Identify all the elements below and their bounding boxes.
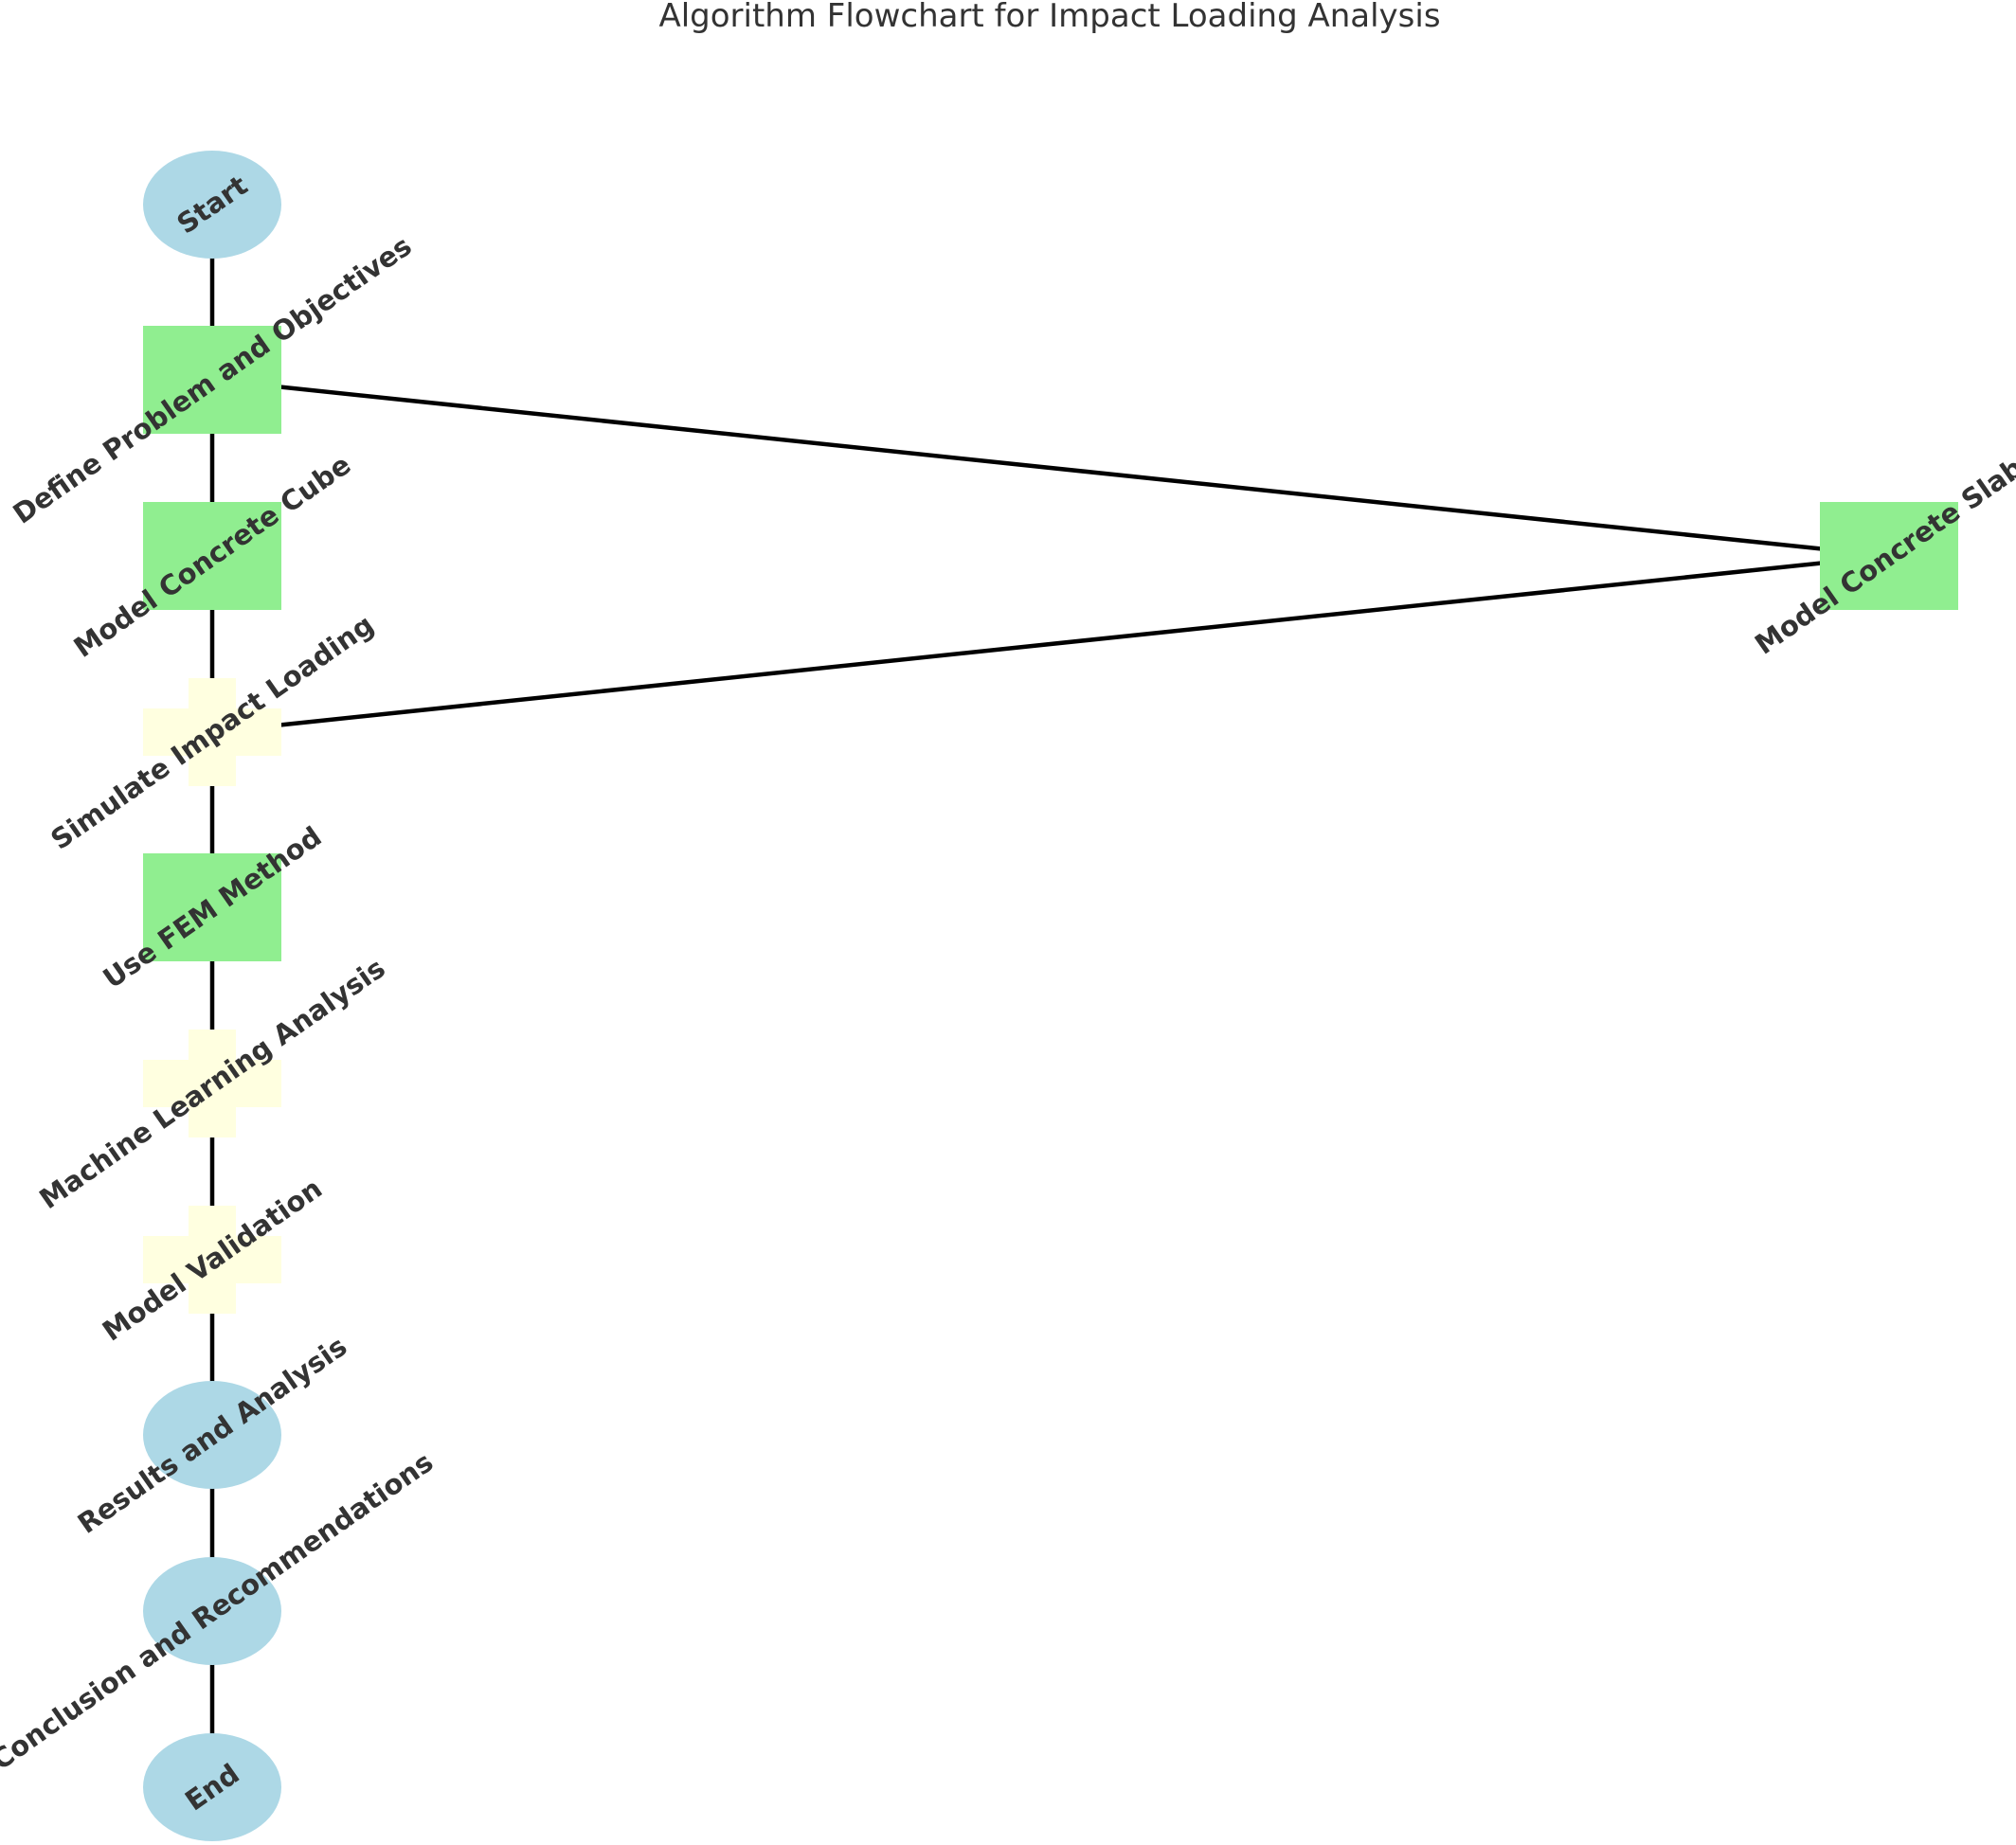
plus-shape xyxy=(143,1030,281,1137)
node-label: Conclusion and Recommendations xyxy=(0,1445,439,1776)
node-end: End xyxy=(143,1733,281,1841)
edge-define-to-slab xyxy=(211,377,1890,559)
rect-shape xyxy=(1820,502,1958,610)
rect-shape xyxy=(143,326,281,434)
edge-slab-to-simulate xyxy=(211,553,1890,735)
node-conclusion: Conclusion and Recommendations xyxy=(0,1445,439,1776)
rect-shape xyxy=(143,502,281,610)
ellipse-shape xyxy=(143,1381,281,1489)
diagram-title: Algorithm Flowchart for Impact Loading A… xyxy=(658,0,1440,35)
rect-shape xyxy=(143,853,281,961)
plus-shape xyxy=(143,1206,281,1314)
node-label: Model Concrete Slab xyxy=(1749,451,2016,660)
edges-layer xyxy=(209,205,1890,1787)
ellipse-shape xyxy=(143,1557,281,1665)
node-start: Start xyxy=(143,151,281,259)
plus-shape xyxy=(143,678,281,786)
ellipse-shape xyxy=(143,1733,281,1841)
node-slab: Model Concrete Slab xyxy=(1749,451,2016,660)
ellipse-shape xyxy=(143,151,281,259)
